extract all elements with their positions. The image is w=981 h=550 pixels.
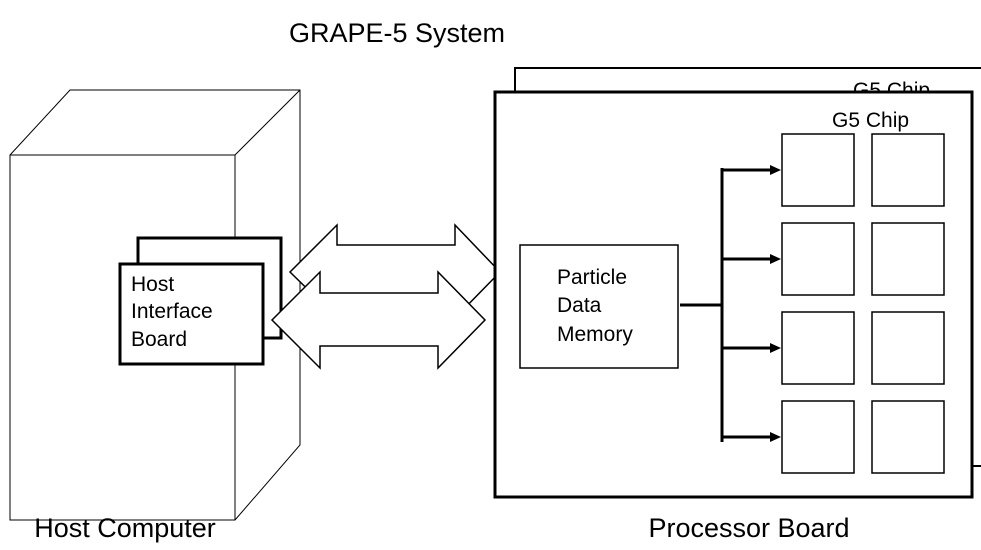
g5-chip (871, 133, 945, 207)
g5-chip (871, 222, 945, 296)
data-link-arrow-front (270, 270, 487, 370)
host-computer-label: Host Computer (34, 513, 216, 543)
chip-label: G5 Chip (832, 109, 909, 132)
host-interface-board: Host Interface Board (118, 236, 283, 366)
bus-branch-arrowhead (770, 343, 781, 353)
host-interface-board-label: Host Interface Board (131, 273, 219, 351)
g5-chip (781, 133, 855, 207)
chip-grid (781, 133, 945, 474)
g5-chip (781, 311, 855, 385)
bus-branches (722, 165, 781, 442)
bus-branch-arrowhead (770, 254, 781, 264)
g5-chip (781, 222, 855, 296)
host-computer-top-edge (10, 89, 301, 156)
g5-chip (871, 400, 945, 474)
data-link-arrow (270, 223, 502, 370)
bus-branch-arrowhead (770, 432, 781, 442)
particle-data-memory-box (519, 244, 679, 369)
particle-data-memory: Particle Data Memory (519, 244, 679, 369)
bus-branch-arrowhead (770, 165, 781, 175)
host-computer-outline (9, 89, 301, 521)
processor-board-label: Processor Board (648, 513, 849, 543)
g5-chip (871, 311, 945, 385)
diagram-title: GRAPE-5 System (289, 18, 505, 48)
bus (680, 168, 724, 442)
host-interface-board-front (118, 262, 265, 366)
g5-chip (781, 400, 855, 474)
particle-data-memory-label: Particle Data Memory (557, 266, 633, 346)
